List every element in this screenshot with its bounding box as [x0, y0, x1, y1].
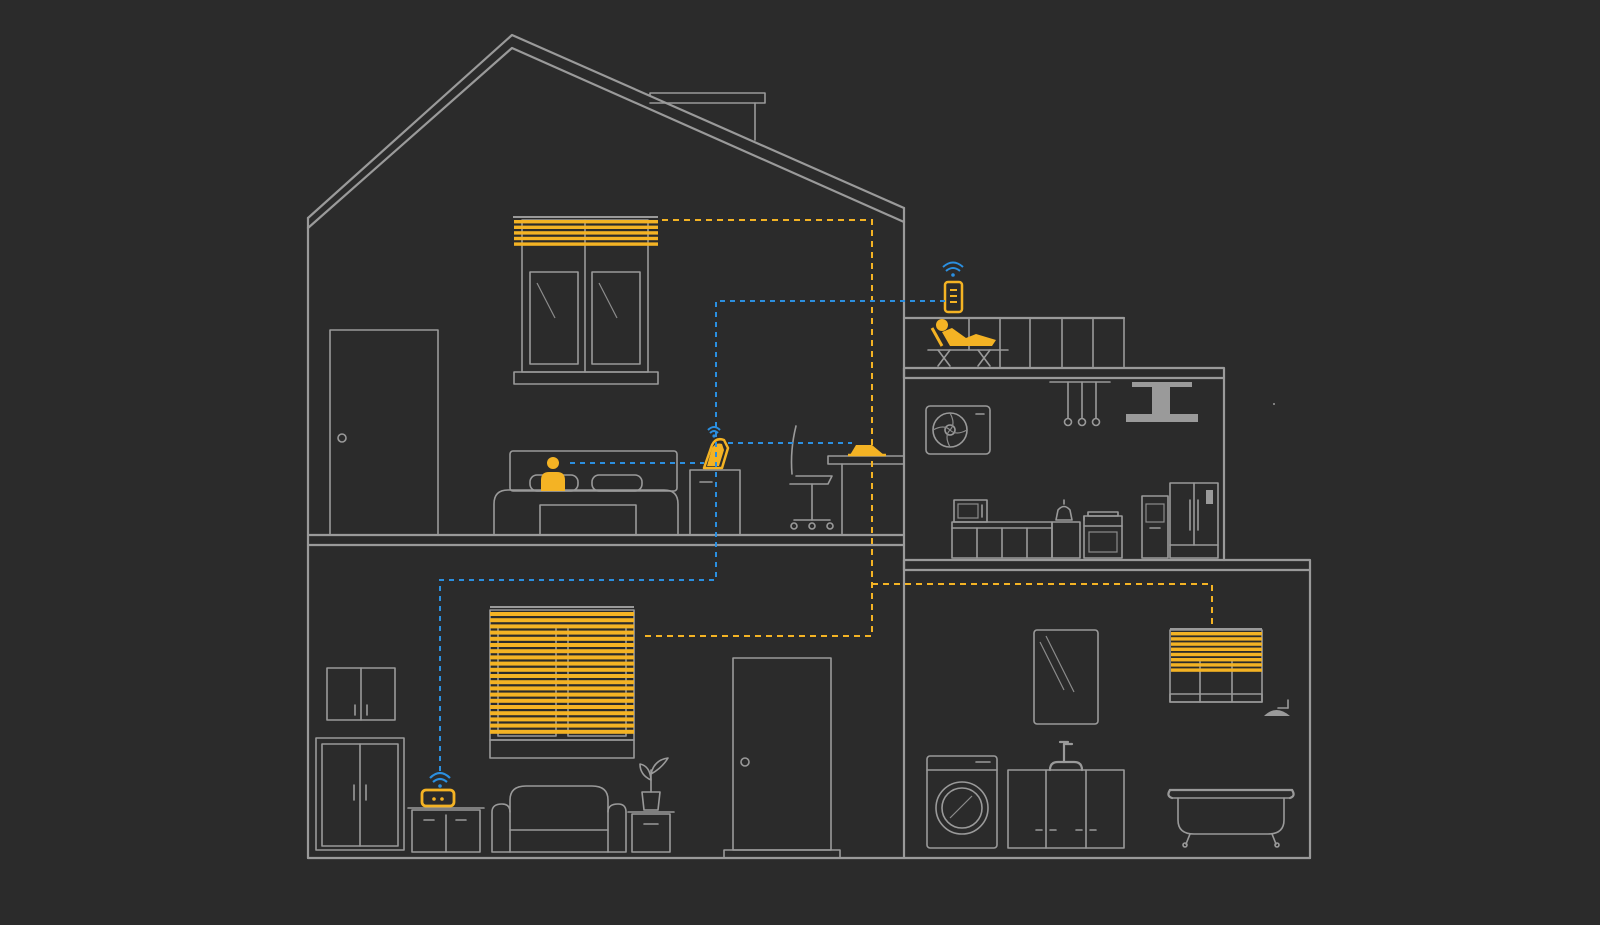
utensil-rail [1049, 381, 1111, 427]
smart-blind-icon [490, 612, 634, 734]
refrigerator [1169, 482, 1219, 559]
potted-plant [639, 757, 669, 811]
mirror [1033, 629, 1099, 725]
blind-slat [490, 711, 634, 716]
blind-slat [1171, 668, 1262, 672]
blind-slat [490, 674, 634, 678]
blind-slat [1171, 663, 1262, 667]
wifi-signal-icon [429, 771, 451, 788]
blind-slat [490, 705, 634, 709]
bathroom [926, 628, 1295, 849]
washing-machine [926, 755, 998, 849]
blind-slat [490, 636, 634, 641]
blind-slat [490, 661, 634, 666]
kitchen [925, 381, 1219, 559]
sofa [491, 785, 627, 853]
oven [1083, 511, 1123, 559]
sink-vanity [1007, 740, 1125, 849]
living-room [315, 606, 841, 859]
blind-slat [1171, 632, 1262, 636]
wifi-hub-icon [420, 788, 456, 808]
extractor-fan [925, 405, 991, 455]
sun-lounger [927, 349, 1009, 367]
front-door [723, 657, 841, 859]
terrace [927, 261, 1009, 367]
house-outline [306, 33, 1312, 860]
side-cabinet [407, 807, 485, 853]
blind-slat [490, 723, 634, 728]
blind-slat [1171, 647, 1262, 651]
kitchen-counter [951, 521, 1081, 559]
wired-connections [642, 219, 1213, 637]
wifi-signal-icon [942, 261, 964, 277]
blind-slat [490, 680, 634, 685]
wall-cabinet [326, 667, 396, 721]
desk [827, 455, 905, 536]
small-cabinet [627, 811, 675, 853]
bridge-device-icon [848, 445, 886, 457]
microwave [953, 499, 988, 523]
blind-slat [490, 686, 634, 691]
blind-slat [1171, 637, 1262, 641]
bed [493, 450, 679, 536]
dot [1273, 403, 1275, 405]
person-in-bed-icon [541, 457, 565, 491]
range-hood [1126, 382, 1198, 422]
blind-slat [490, 667, 634, 672]
smartphone-icon [943, 280, 964, 314]
wireless-connections [439, 300, 945, 776]
wardrobe [315, 737, 405, 851]
blind-slat [514, 231, 658, 235]
blind-slat [490, 643, 634, 647]
blind-slat [514, 236, 658, 241]
door-knob [337, 433, 347, 443]
blind-slat [490, 624, 634, 629]
blind-slat [490, 698, 634, 703]
blind-slat [514, 220, 658, 224]
blind-slat [490, 729, 634, 734]
blind-slat [490, 649, 634, 654]
blind-slat [490, 655, 634, 660]
blind-slat [490, 692, 634, 697]
bedroom [329, 216, 905, 536]
desk-chair [789, 425, 834, 530]
smart-blind-icon [513, 216, 658, 246]
bedroom-door [329, 329, 439, 536]
water-dispenser [1141, 495, 1169, 559]
blind-slat [490, 618, 634, 623]
bathtub [1167, 788, 1295, 848]
smart-blind-icon [1171, 632, 1262, 672]
blind-slat [1171, 658, 1262, 662]
blind-slat [1171, 652, 1262, 657]
blind-slat [514, 225, 658, 229]
person-relaxing-icon [930, 319, 996, 347]
blind-slat [514, 242, 658, 246]
kettle [1055, 499, 1073, 521]
blind-slat [1171, 642, 1262, 646]
shower-head [1264, 699, 1290, 716]
wifi-signal-icon [707, 426, 721, 438]
blind-slat [490, 612, 634, 616]
blind-slat [490, 630, 634, 635]
blind-slat [490, 717, 634, 722]
